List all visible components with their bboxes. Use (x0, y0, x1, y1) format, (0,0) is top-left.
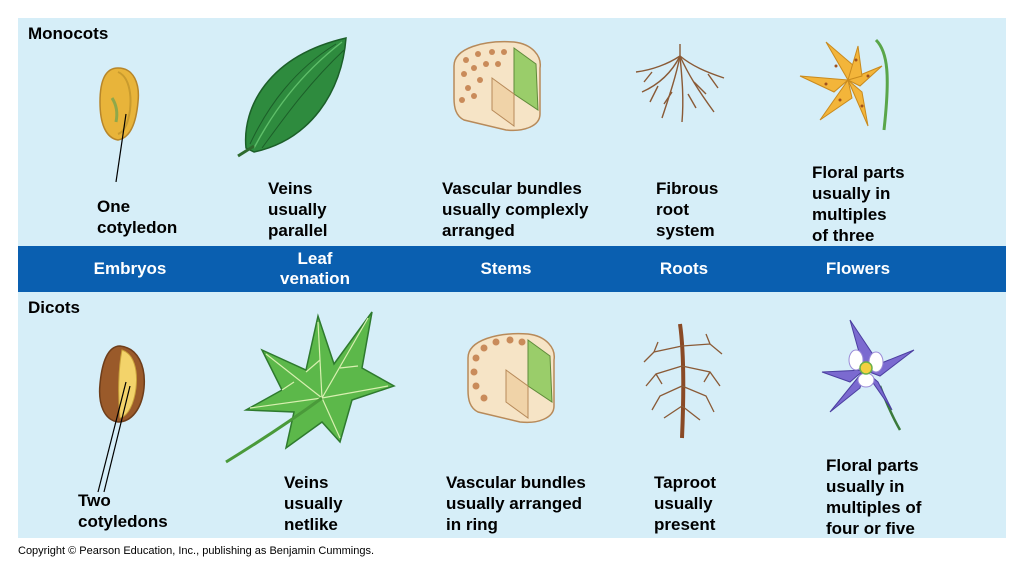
copyright-notice: Copyright © Pearson Education, Inc., pub… (18, 545, 375, 557)
monocot-parallel-leaf (237, 37, 347, 158)
band-roots: Roots (659, 259, 709, 278)
category-band (18, 246, 1006, 292)
monocot-embryo-seed (99, 67, 140, 182)
dicot-embryo-seed (97, 345, 146, 493)
dicots-title: Dicots (28, 298, 80, 317)
dicot-taproot (643, 323, 723, 439)
dicot-embryo-caption: Two cotyledons (78, 491, 168, 531)
monocot-embryo-caption: One cotyledon (97, 197, 178, 237)
band-embryos: Embryos (93, 259, 167, 278)
dicot-root-caption: Taproot usually present (654, 473, 717, 534)
monocot-stem-cross-section (453, 40, 541, 132)
dicot-columbine-flower (821, 319, 915, 431)
monocot-fibrous-root (635, 44, 725, 123)
band-flowers: Flowers (825, 259, 891, 278)
dicot-flower-caption: Floral parts usually in multiples of fou… (826, 456, 922, 538)
band-leaf-venation: Leaf venation (280, 249, 350, 288)
dicot-stem-cross-section (467, 332, 555, 424)
monocot-leaf-caption: Veins usually parallel (268, 179, 328, 240)
dicot-stem-caption: Vascular bundles usually arranged in rin… (446, 473, 586, 534)
dicot-leaf-caption: Veins usually netlike (284, 473, 343, 534)
monocot-lily-flower (799, 38, 889, 131)
monocots-title: Monocots (28, 24, 109, 43)
monocot-root-caption: Fibrous root system (656, 179, 719, 240)
monocot-flower-caption: Floral parts usually in multiples of thr… (812, 163, 905, 245)
monocot-stem-caption: Vascular bundles usually complexly arran… (442, 179, 589, 240)
dicot-netlike-leaf (225, 311, 396, 464)
band-stems: Stems (480, 259, 532, 278)
